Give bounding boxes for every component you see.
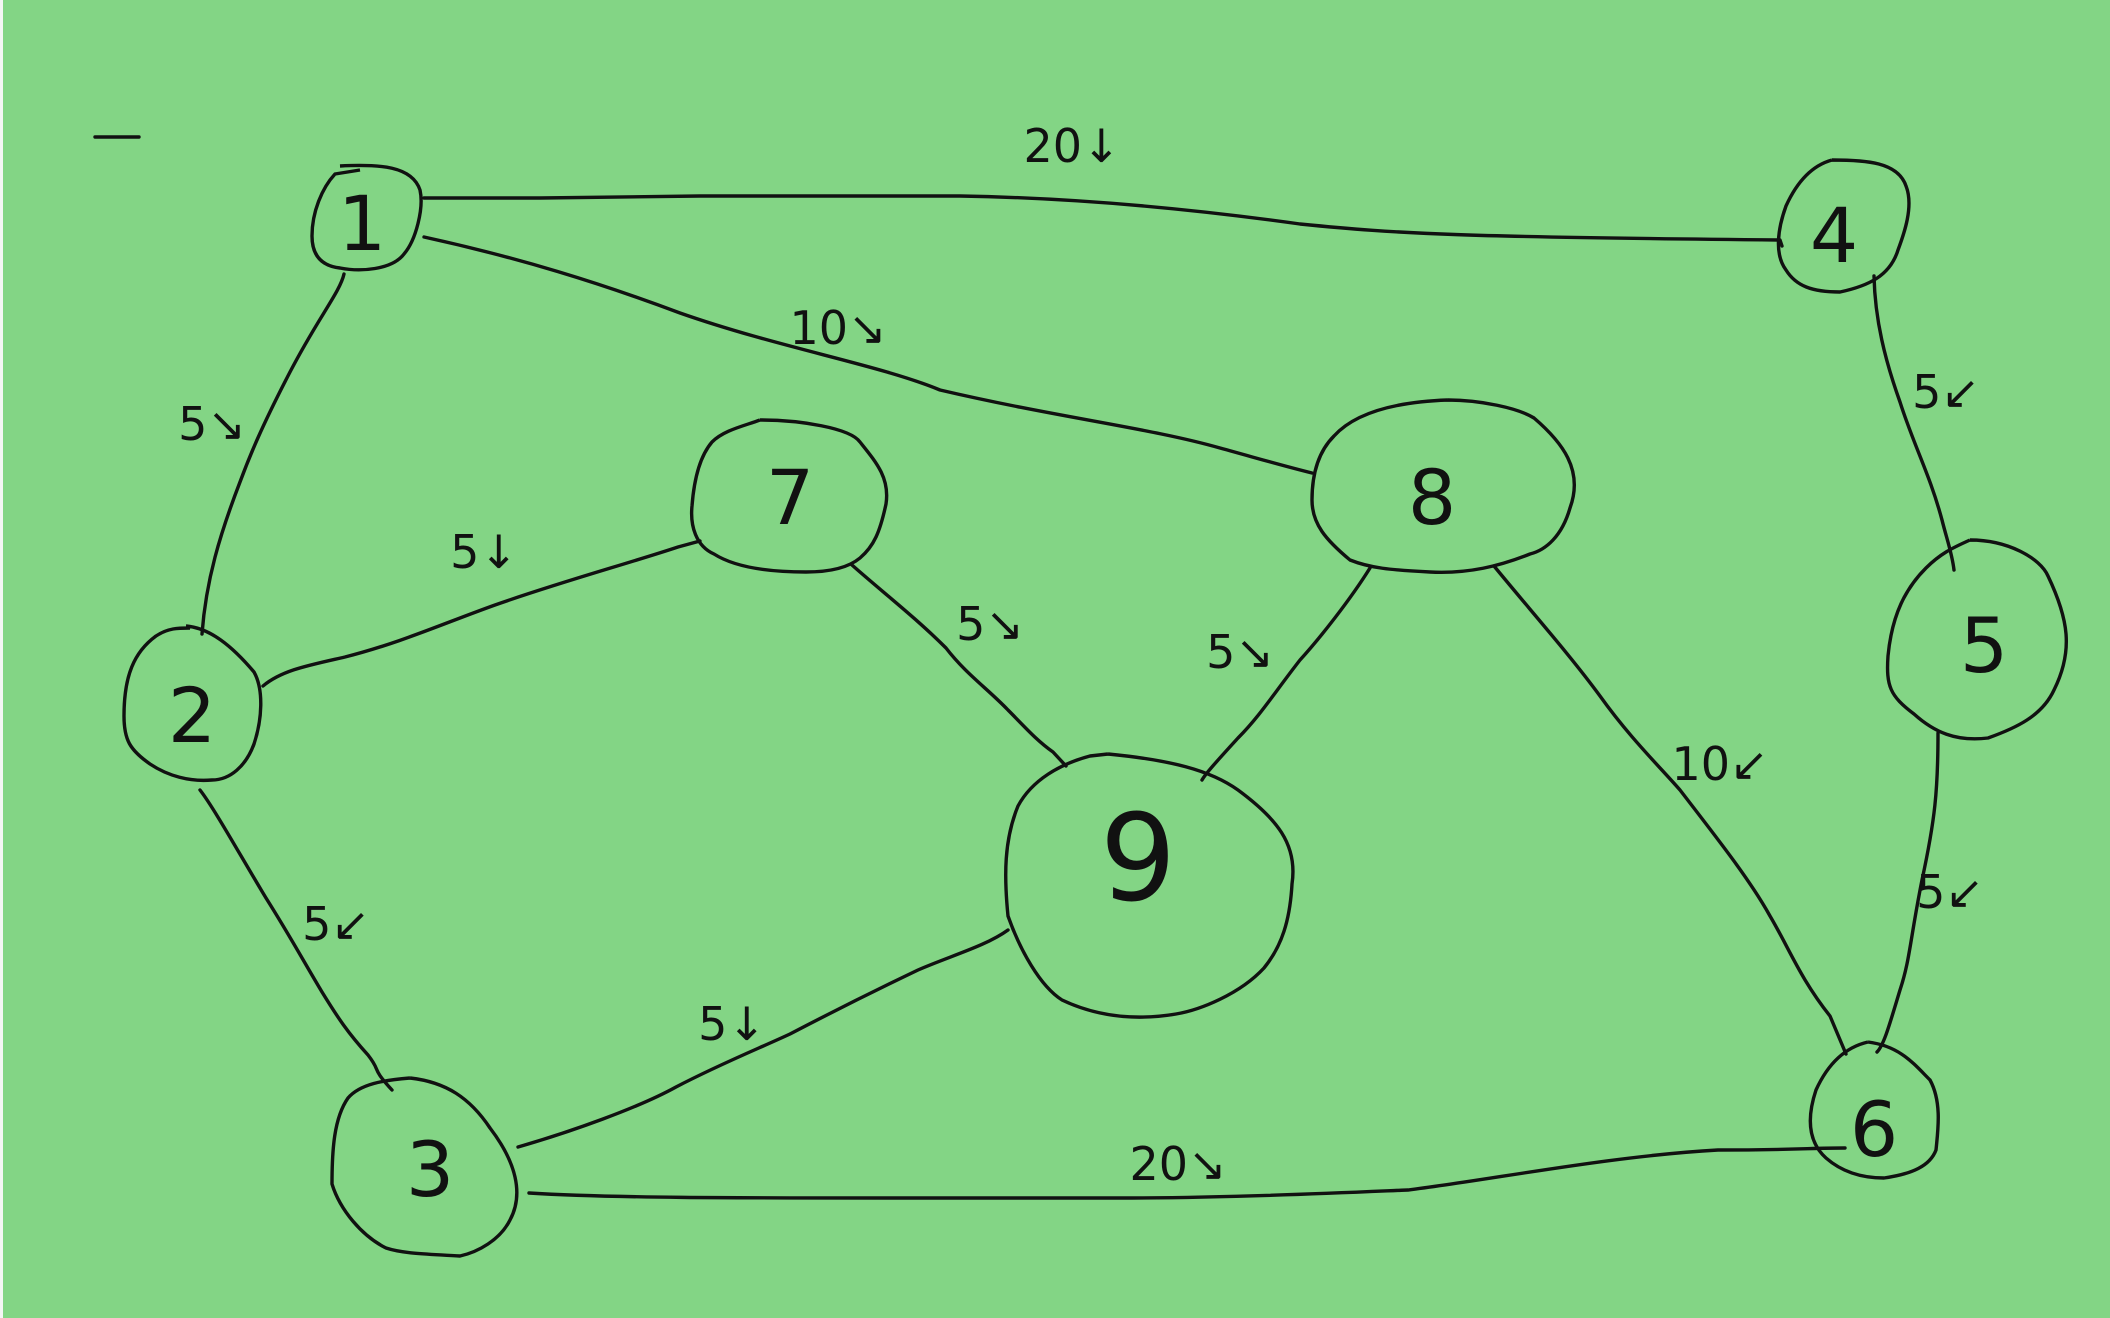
edge-label-4-5: 5↙	[1912, 365, 1980, 419]
edge-label-7-9: 5↘	[956, 597, 1024, 651]
edge-label-1-8: 10↘	[789, 301, 886, 355]
node-1-label: 1	[338, 179, 386, 268]
edge-3-9	[516, 928, 1010, 1149]
node-9-outline	[1004, 752, 1295, 1019]
node-1: 1	[310, 163, 423, 272]
edge-label-3-6: 20↘	[1129, 1137, 1226, 1191]
node-9-label: 9	[1100, 790, 1176, 929]
nodes: 1 2 3 4 5 6 7	[122, 158, 2069, 1258]
node-5-outline	[1885, 538, 2069, 741]
node-4: 4	[1776, 158, 1911, 294]
node-9: 9	[1004, 752, 1295, 1019]
node-5: 5	[1885, 538, 2069, 741]
node-2: 2	[122, 624, 263, 783]
node-6-label: 6	[1850, 1085, 1898, 1174]
node-6: 6	[1808, 1040, 1940, 1180]
edge-2-3	[198, 788, 394, 1092]
edge-label-2-3: 5↙	[302, 897, 370, 951]
node-5-label: 5	[1960, 601, 2008, 690]
node-4-label: 4	[1810, 191, 1858, 280]
node-2-outline	[122, 624, 263, 783]
left-edge-strip	[0, 0, 3, 1318]
node-3-outline	[330, 1076, 519, 1258]
node-8: 8	[1310, 398, 1576, 575]
edge-8-6	[1492, 564, 1848, 1056]
node-1-outline	[310, 163, 423, 272]
edge-1-2	[200, 272, 346, 636]
edge-label-1-2: 5↘	[178, 397, 246, 451]
edge-label-5-6: 5↙	[1916, 865, 1984, 919]
node-3: 3	[330, 1076, 519, 1258]
node-8-label: 8	[1408, 453, 1456, 542]
node-7: 7	[689, 418, 889, 574]
edge-2-7	[261, 539, 702, 688]
edge-5-6	[1875, 731, 1940, 1054]
edge-label-8-9: 5↘	[1206, 625, 1274, 679]
edge-1-8	[422, 235, 1314, 475]
node-4-outline	[1776, 158, 1911, 294]
edge-7-9	[850, 563, 1068, 768]
edges	[198, 194, 1956, 1200]
edge-4-5	[1872, 274, 1956, 572]
node-8-outline	[1310, 398, 1576, 575]
edge-labels: 20↓ 10↘ 5↘ 5↙ 5↓ 5↘ 5↘ 10↙ 5↙ 5↙ 5↓ 20↘	[178, 119, 1984, 1191]
edge-8-9	[1200, 566, 1372, 782]
edge-3-6	[527, 1146, 1847, 1200]
edge-1-4	[422, 194, 1784, 248]
edge-label-8-6: 10↙	[1671, 737, 1768, 791]
edge-label-2-7: 5↓	[450, 525, 518, 579]
node-7-outline	[689, 418, 889, 574]
edge-label-3-9: 5↓	[698, 997, 766, 1051]
node-2-label: 2	[168, 671, 216, 760]
node-7-label: 7	[766, 453, 814, 542]
edge-label-1-4: 20↓	[1023, 119, 1120, 173]
node-3-label: 3	[406, 1125, 454, 1214]
node-6-outline	[1808, 1040, 1940, 1180]
